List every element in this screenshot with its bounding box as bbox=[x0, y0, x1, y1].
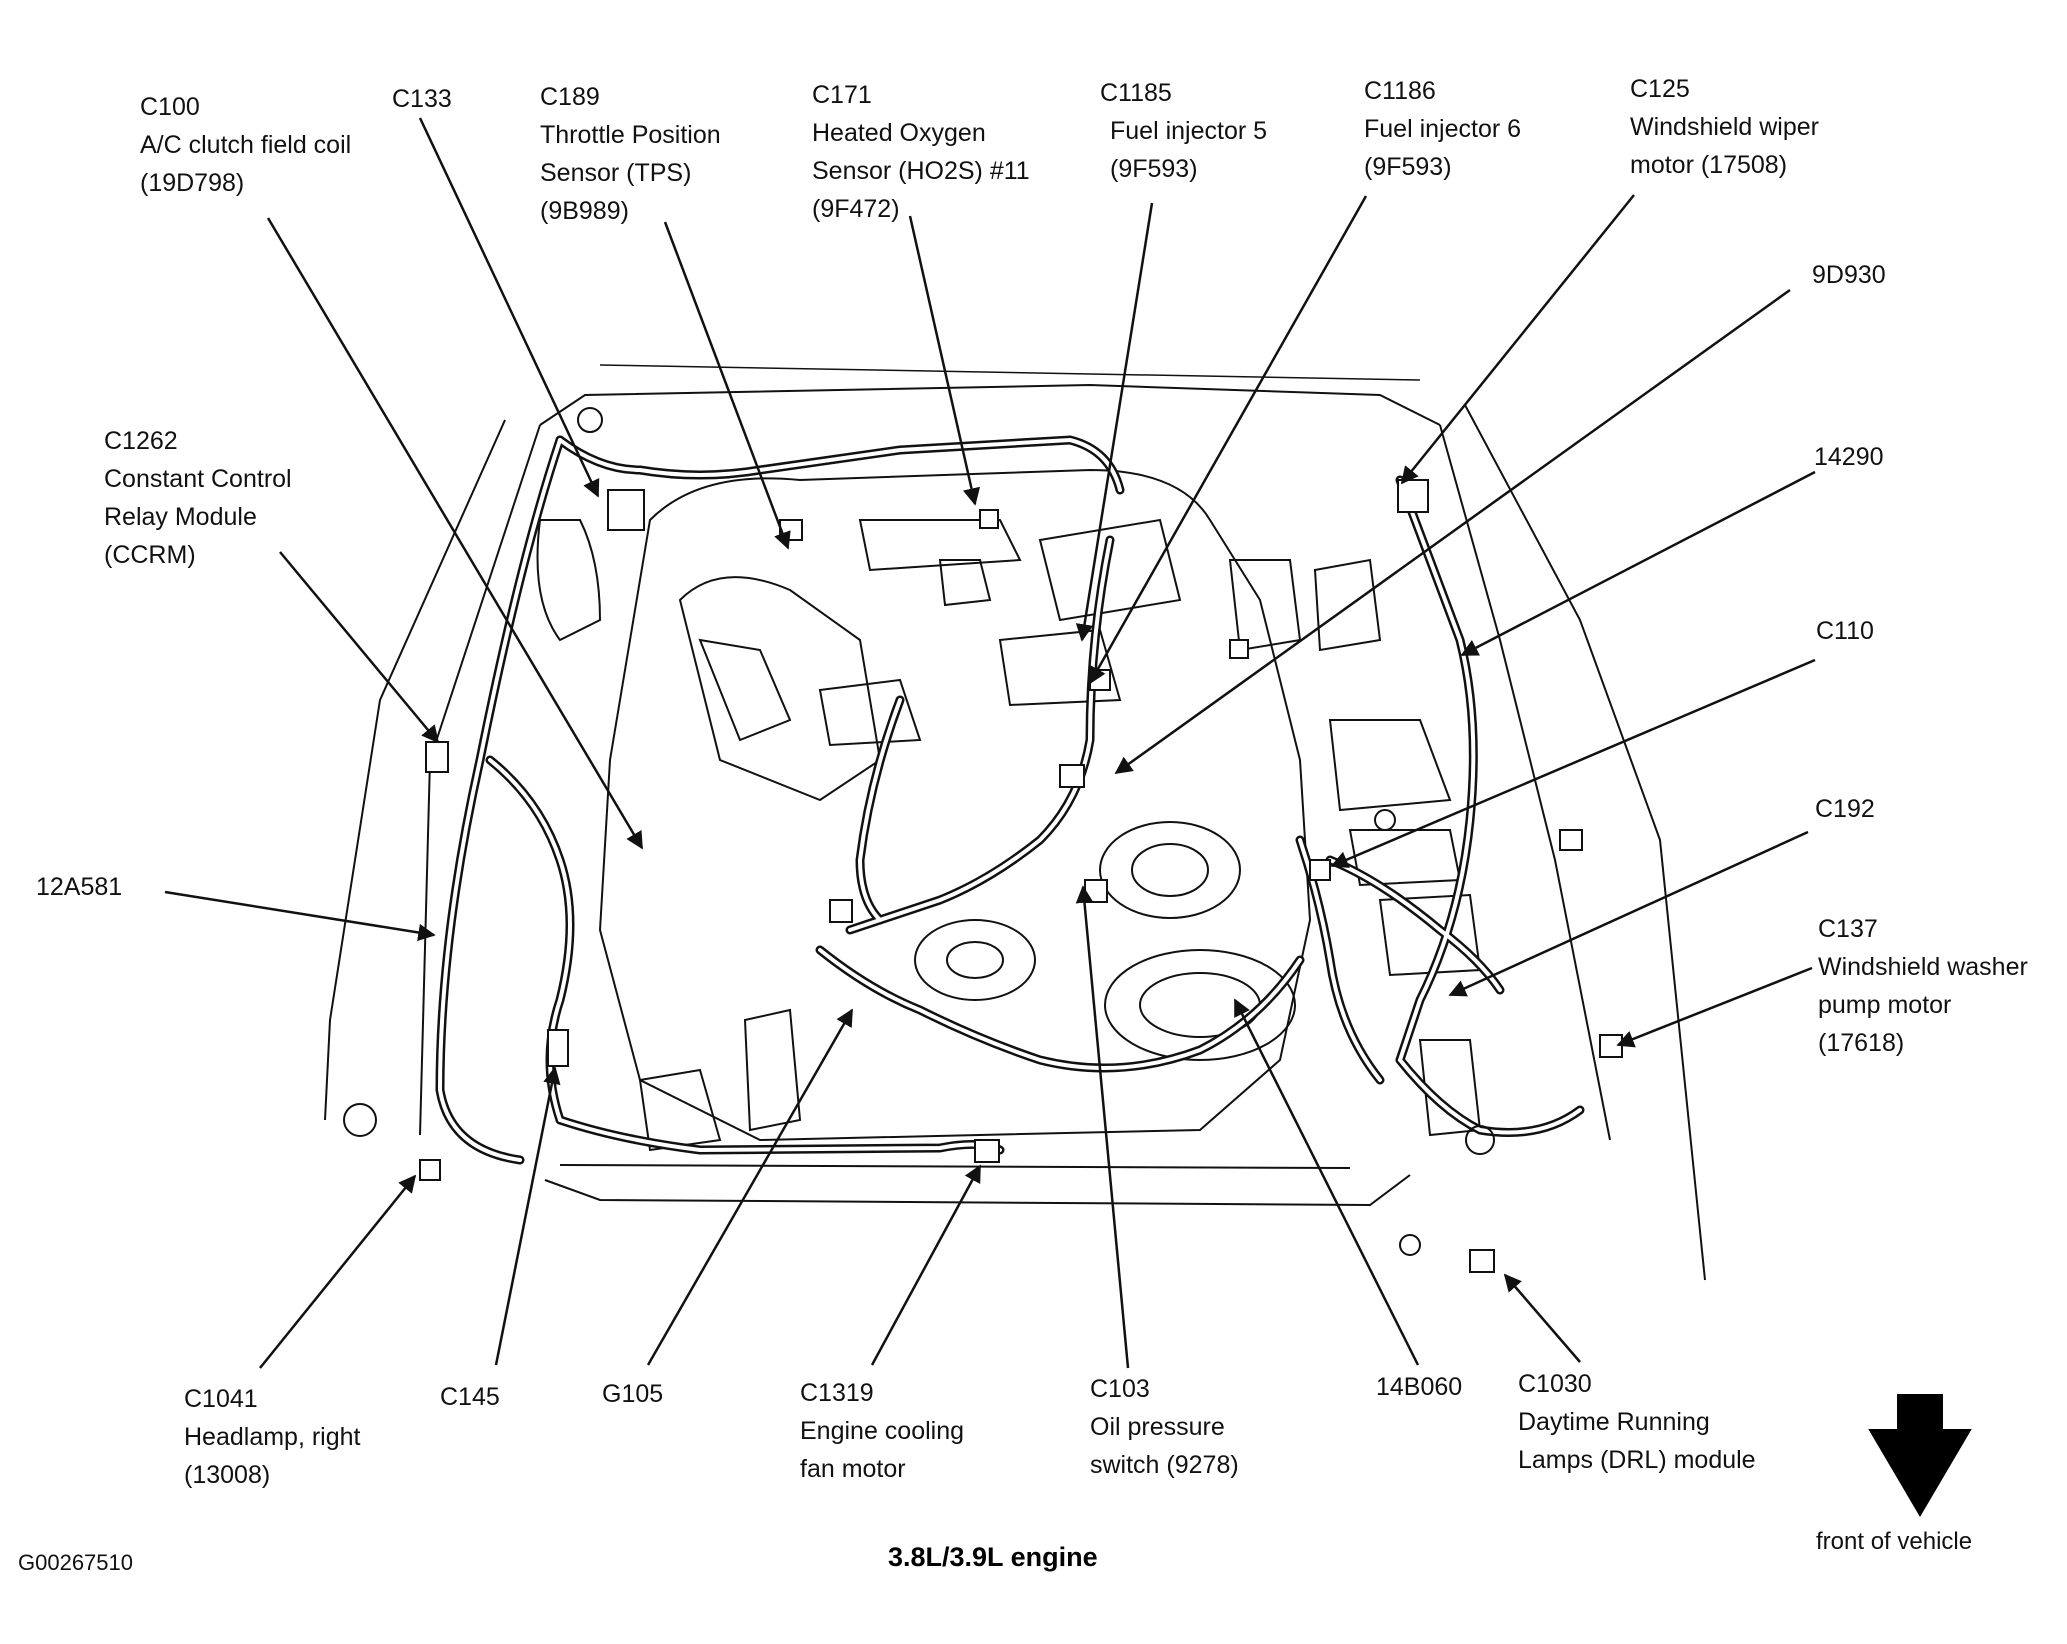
leader-c103 bbox=[1075, 885, 1130, 1369]
callout-c1319: C1319 Engine cooling fan motor bbox=[800, 1379, 965, 1483]
leader-14b060 bbox=[1233, 998, 1420, 1366]
leader-14290 bbox=[1460, 470, 1816, 657]
figure-id: G00267510 bbox=[18, 1550, 133, 1575]
leader-c145 bbox=[494, 1066, 561, 1366]
leader-12a581 bbox=[164, 890, 436, 942]
leader-c133 bbox=[418, 117, 600, 498]
leader-c110 bbox=[1330, 658, 1816, 868]
leader-c1041 bbox=[259, 1174, 417, 1369]
leader-c189 bbox=[663, 221, 791, 550]
figure-caption: 3.8L/3.9L engine bbox=[888, 1542, 1098, 1572]
callout-g105: G105 bbox=[602, 1380, 664, 1408]
leader-c1186 bbox=[1088, 195, 1368, 685]
leader-g105 bbox=[646, 1008, 854, 1366]
callout-c145: C145 bbox=[440, 1383, 500, 1411]
callout-12a581: 12A581 bbox=[36, 873, 123, 901]
leader-c171 bbox=[908, 215, 981, 506]
leader-c1319 bbox=[870, 1164, 982, 1366]
callout-c1262: C1262 Constant Control Relay Module (CCR… bbox=[104, 427, 292, 569]
leader-c1262 bbox=[279, 551, 440, 744]
callout-c192: C192 bbox=[1815, 795, 1875, 823]
callout-c1030: C1030 Daytime Running Lamps (DRL) module bbox=[1518, 1370, 1756, 1474]
wiring-harness bbox=[343, 407, 1623, 1273]
callout-14290: 14290 bbox=[1814, 443, 1884, 471]
callout-c1185: C1185 Fuel injector 5 (9F593) bbox=[1100, 79, 1268, 183]
leader-c100 bbox=[266, 217, 644, 850]
leader-c125 bbox=[1400, 194, 1635, 485]
callout-c125: C125 Windshield wiper motor (17508) bbox=[1630, 75, 1819, 179]
leader-9d930 bbox=[1114, 288, 1791, 775]
callout-c137: C137 Windshield washer pump motor (17618… bbox=[1818, 915, 2028, 1057]
callout-c1186: C1186 Fuel injector 6 (9F593) bbox=[1364, 77, 1522, 181]
leader-lines bbox=[164, 117, 1816, 1369]
leader-c1030 bbox=[1503, 1273, 1581, 1363]
leader-c137 bbox=[1616, 966, 1813, 1048]
front-of-vehicle-label: front of vehicle bbox=[1816, 1528, 1973, 1555]
callout-14b060: 14B060 bbox=[1376, 1373, 1463, 1401]
callout-c133: C133 bbox=[392, 85, 452, 113]
leader-c192 bbox=[1448, 830, 1809, 997]
engine-bay-outline bbox=[324, 364, 1706, 1281]
callout-c171: C171 Heated Oxygen Sensor (HO2S) #11 (9F… bbox=[812, 81, 1030, 223]
callout-c100: C100 A/C clutch field coil (19D798) bbox=[140, 93, 352, 197]
leader-c1185 bbox=[1075, 202, 1154, 642]
callout-c110: C110 bbox=[1816, 617, 1874, 645]
callout-c189: C189 Throttle Position Sensor (TPS) (9B9… bbox=[540, 83, 721, 225]
callout-c103: C103 Oil pressure switch (9278) bbox=[1090, 1375, 1239, 1479]
callout-9d930: 9D930 bbox=[1812, 261, 1886, 289]
front-of-vehicle-arrow bbox=[1868, 1394, 1972, 1517]
callout-c1041: C1041 Headlamp, right (13008) bbox=[184, 1385, 361, 1489]
